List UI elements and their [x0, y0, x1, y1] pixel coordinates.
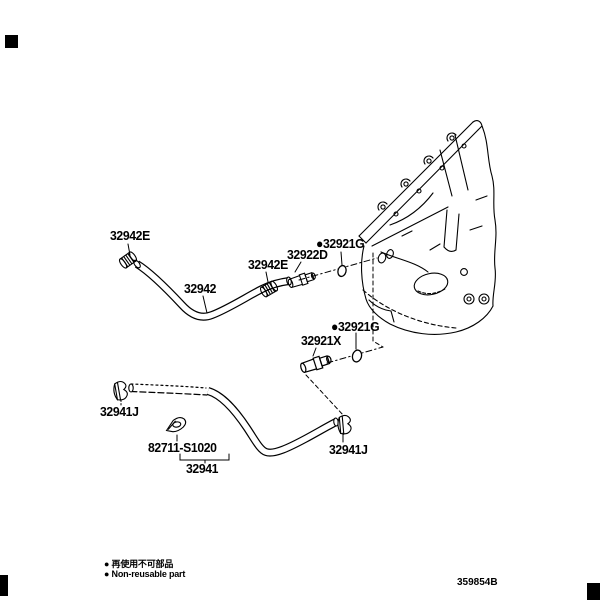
clamp-32941J-right-icon	[336, 414, 353, 436]
engine-case-drawing	[358, 120, 497, 335]
connector-32921X-icon	[298, 352, 334, 375]
part-label-82711-S1020: 82711-S1020	[148, 440, 217, 455]
part-label-32941J-right: 32941J	[329, 442, 368, 457]
part-label-32921G-bottom: ●32921G	[331, 319, 380, 334]
part-label-32941: 32941	[186, 461, 219, 476]
legend-non-reusable-en: ● Non-reusable part	[104, 569, 186, 579]
clip-82711-icon	[164, 416, 188, 434]
o-ring-32921G-top-icon	[337, 264, 347, 278]
part-label-32942E-mid: 32942E	[248, 257, 288, 272]
hose-32941-drawing	[128, 383, 339, 457]
connector-32922D-icon	[286, 269, 318, 290]
clamp-32941J-left-icon	[111, 380, 129, 402]
part-label-32942E-left: 32942E	[110, 228, 150, 243]
leader-lines	[120, 243, 357, 464]
legend-non-reusable-ja: ● 再使用不可部品	[104, 559, 174, 569]
part-label-32921G-top: ●32921G	[316, 236, 365, 251]
part-label-32922D: 32922D	[287, 247, 328, 262]
o-ring-32921G-bottom-icon	[351, 349, 363, 363]
part-label-32921X: 32921X	[301, 333, 341, 348]
part-label-32942: 32942	[184, 281, 217, 296]
part-label-32941J-left: 32941J	[100, 404, 139, 419]
scan-corner-marks	[0, 35, 600, 600]
diagram-code: 359854B	[457, 577, 498, 588]
